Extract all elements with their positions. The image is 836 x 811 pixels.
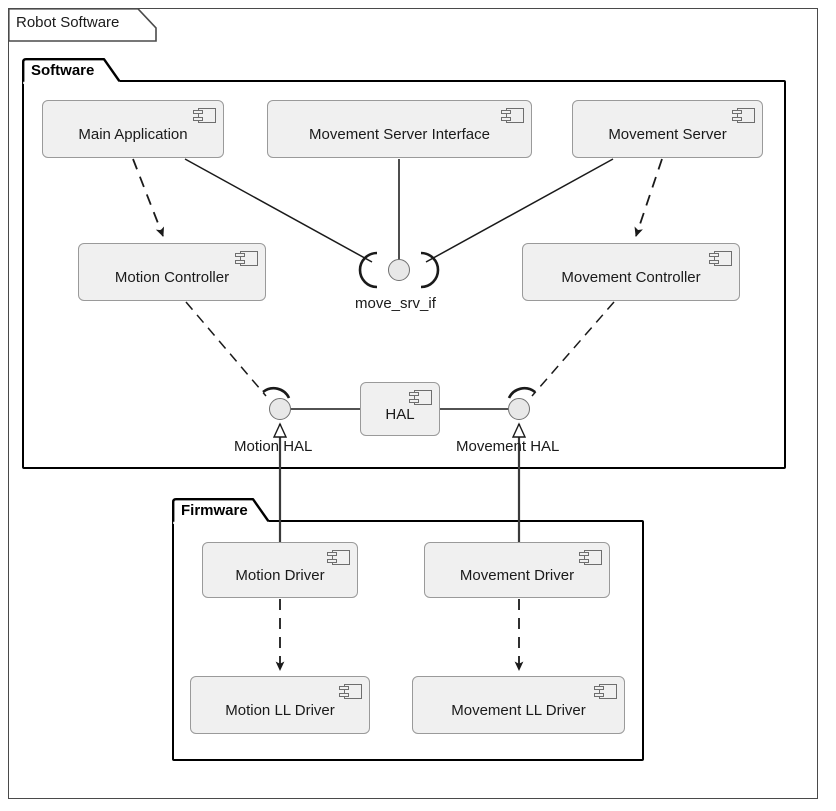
package-firmware-tab-shape [172, 498, 270, 524]
component-icon [732, 108, 755, 123]
component-movement-server[interactable]: Movement Server [572, 100, 763, 158]
package-firmware [172, 520, 644, 761]
component-label: Movement Server [608, 125, 727, 143]
interface-label-movement-hal: Movement HAL [456, 438, 560, 455]
component-movement-server-interface[interactable]: Movement Server Interface [267, 100, 532, 158]
package-software-tab-shape [22, 58, 121, 84]
package-software-label: Software [31, 62, 95, 79]
component-label: Movement Controller [561, 268, 701, 286]
interface-ball-motion-hal[interactable] [269, 398, 291, 420]
component-movement-driver[interactable]: Movement Driver [424, 542, 610, 598]
component-icon [501, 108, 524, 123]
component-movement-controller[interactable]: Movement Controller [522, 243, 740, 301]
component-icon [594, 684, 617, 699]
frame-robot-software [8, 8, 818, 799]
component-label: Movement LL Driver [451, 701, 586, 719]
frame-label: Robot Software [16, 14, 120, 31]
component-label: Motion LL Driver [225, 701, 335, 719]
component-icon [339, 684, 362, 699]
frame-tab-shape [8, 8, 157, 42]
component-label: Motion Driver [235, 566, 325, 584]
component-label: Movement Driver [459, 566, 575, 584]
component-icon [579, 550, 602, 565]
component-main-application[interactable]: Main Application [42, 100, 224, 158]
component-icon [327, 550, 350, 565]
component-motion-controller[interactable]: Motion Controller [78, 243, 266, 301]
component-motion-ll-driver[interactable]: Motion LL Driver [190, 676, 370, 734]
component-icon [193, 108, 216, 123]
component-icon [235, 251, 258, 266]
component-movement-ll-driver[interactable]: Movement LL Driver [412, 676, 625, 734]
component-label: Main Application [78, 125, 188, 143]
component-icon [409, 390, 432, 405]
component-label: HAL [385, 405, 415, 423]
component-label: Motion Controller [114, 268, 230, 286]
package-firmware-label: Firmware [181, 502, 248, 519]
component-hal[interactable]: HAL [360, 382, 440, 436]
component-icon [709, 251, 732, 266]
interface-label-move-srv-if: move_srv_if [355, 295, 436, 312]
interface-label-motion-hal: Motion HAL [234, 438, 313, 455]
package-software [22, 80, 786, 469]
component-motion-driver[interactable]: Motion Driver [202, 542, 358, 598]
component-label: Movement Server Interface [309, 125, 490, 143]
interface-ball-movement-hal[interactable] [508, 398, 530, 420]
interface-ball-move-srv-if[interactable] [388, 259, 410, 281]
